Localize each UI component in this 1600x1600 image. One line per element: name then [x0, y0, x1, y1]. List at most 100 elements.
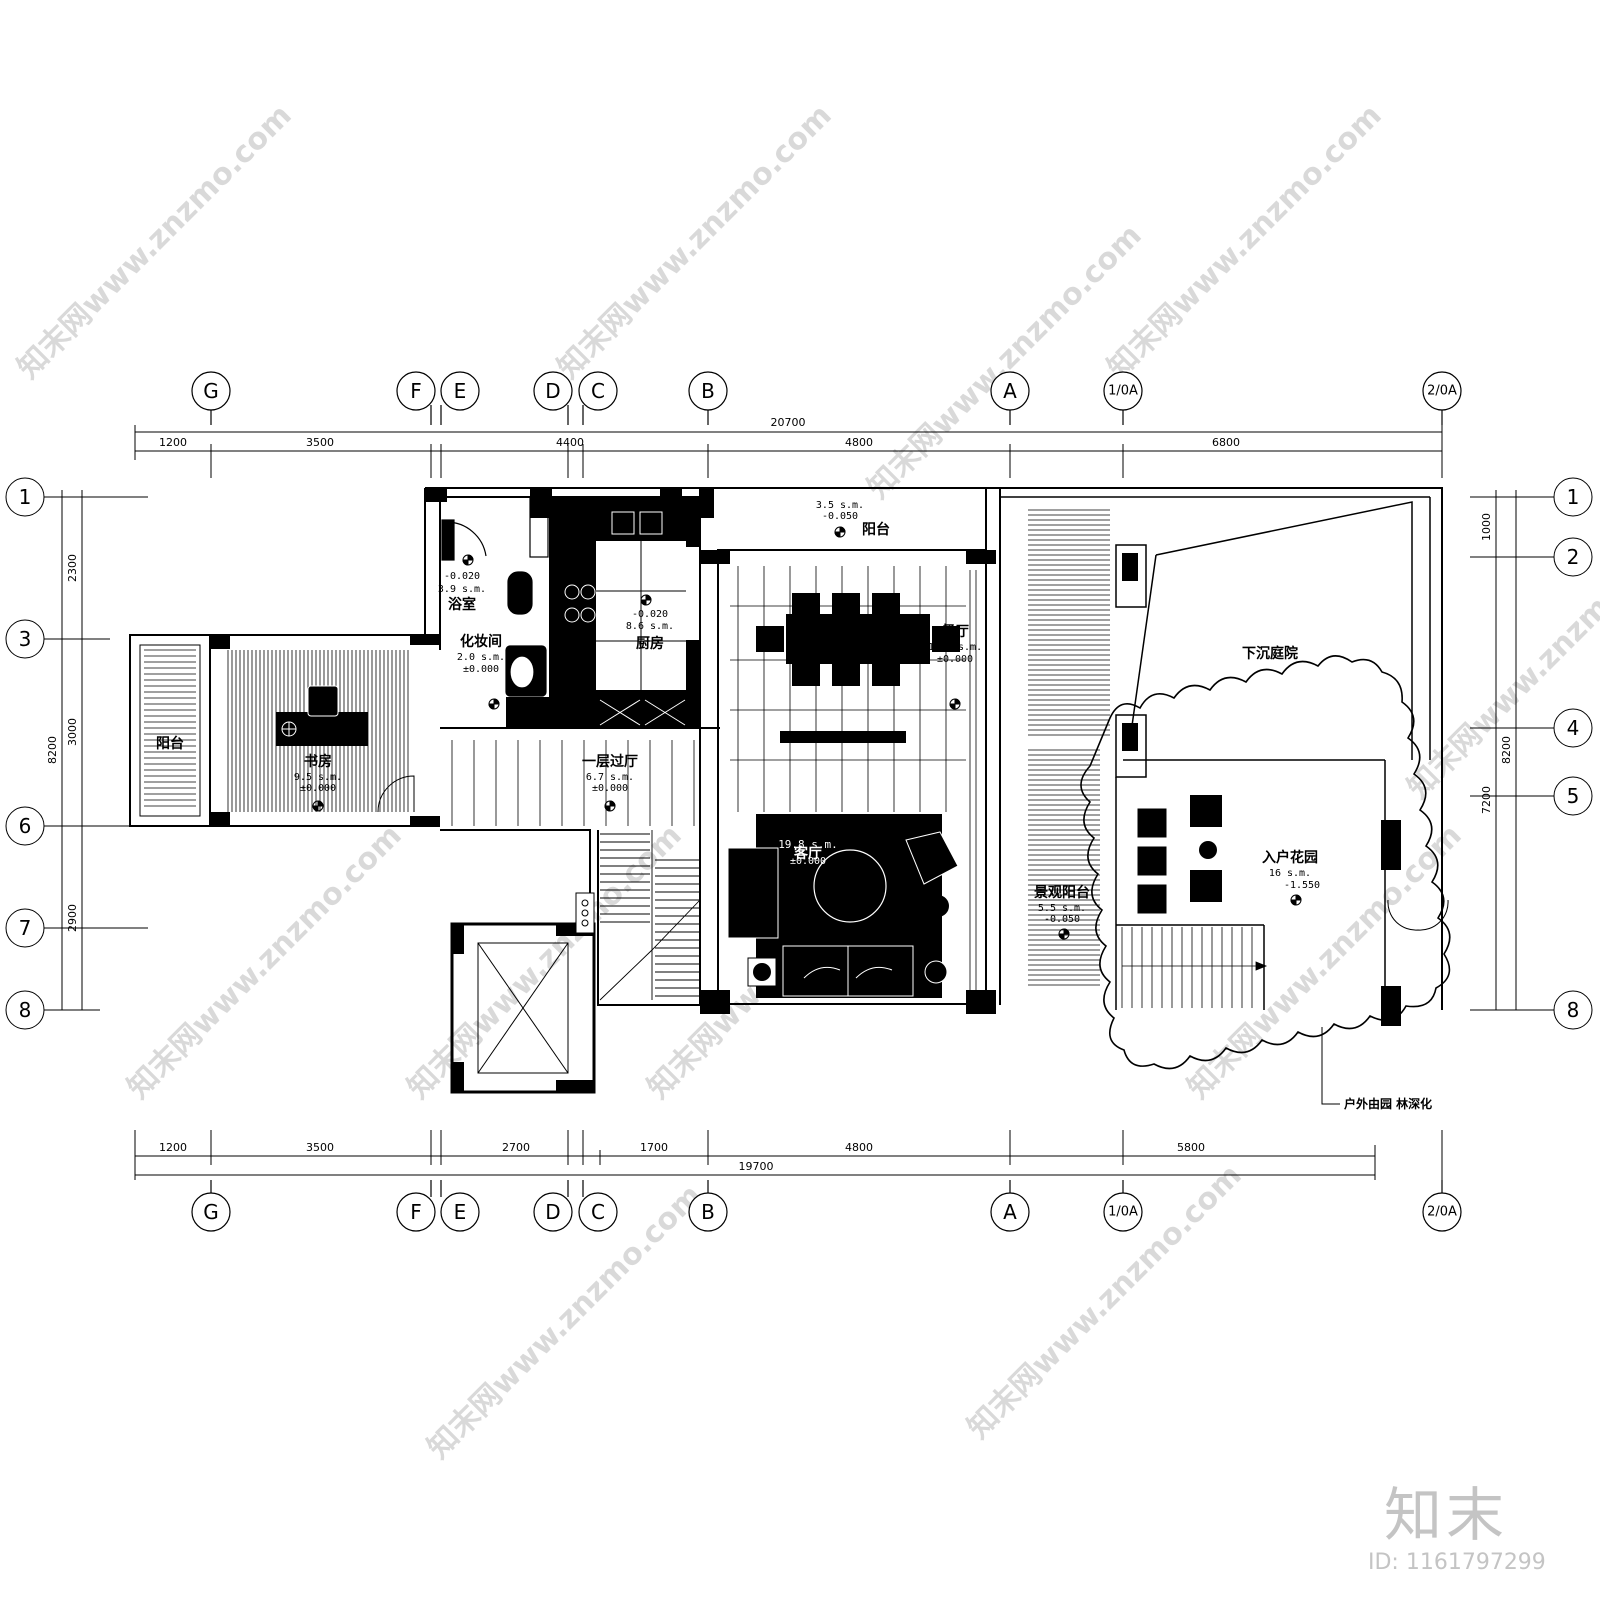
columns	[210, 488, 996, 1092]
level-marker-fill	[1290, 899, 1297, 906]
axis-label-right-4: 4	[1567, 716, 1580, 740]
axis-label-left-1: 1	[19, 485, 32, 509]
brand-id-label: ID: 1161797299	[1368, 1550, 1546, 1575]
axis-label-right-5: 5	[1567, 784, 1580, 808]
right-dimension-2: 7200	[1480, 786, 1493, 814]
kitchen-floor-grid	[564, 511, 686, 726]
kitchen-name: 厨房	[636, 635, 664, 652]
garden-door-swing	[1387, 899, 1449, 931]
room-labels: 3.5 s.m. -0.050 阳台 -0.020 3.9 s.m. 浴室 -0…	[156, 500, 1320, 925]
stair	[599, 830, 701, 1001]
axis-label-left-3: 3	[19, 627, 32, 651]
entry-garden-area: 16 s.m.	[1269, 868, 1311, 879]
hall-name: 一层过厅	[582, 753, 638, 770]
view-balcony-level: -0.050	[1044, 914, 1080, 925]
axis-label-bottom-E: E	[454, 1200, 467, 1224]
kitchen-level: -0.020	[632, 609, 668, 620]
study-desk	[276, 685, 368, 746]
bottom-dimensions	[134, 1130, 1443, 1180]
living-area: 19.8 s.m.	[778, 838, 838, 851]
balcony-top-name: 阳台	[862, 521, 890, 538]
study-door-swing	[377, 775, 415, 813]
top-dimension-3: 4400	[556, 436, 584, 449]
level-marker-fill	[645, 594, 652, 601]
dining-name: 餐厅	[940, 623, 969, 640]
level-marker-icon	[604, 800, 616, 812]
view-balcony-area: 5.5 s.m.	[1038, 903, 1086, 914]
revision-cloud	[1080, 655, 1451, 1070]
axis-label-top-G: G	[203, 379, 219, 403]
note-leader	[1321, 1027, 1340, 1105]
level-marker-fill	[604, 805, 611, 812]
level-marker-fill	[1063, 928, 1070, 935]
hall-area: 6.7 s.m.	[586, 772, 634, 783]
entry-garden-level: -1.550	[1284, 880, 1320, 891]
bottom-dimension-3: 2700	[502, 1141, 530, 1154]
bottom-axis-bubbles	[191, 1180, 1462, 1232]
axis-label-top-2-0A: 2/0A	[1427, 384, 1457, 399]
powder-room-area: 2.0 s.m.	[457, 652, 505, 663]
axis-label-top-1-0A: 1/0A	[1108, 384, 1138, 399]
bottom-dimension-4: 1700	[640, 1141, 668, 1154]
level-marker-fill	[1295, 894, 1302, 901]
axis-label-top-A: A	[1003, 379, 1017, 403]
top-dimension-2: 3500	[306, 436, 334, 449]
axis-label-bottom-F: F	[410, 1200, 422, 1224]
level-marker-fill	[493, 698, 500, 705]
top-total-dimension: 20700	[771, 416, 806, 429]
balcony-hatches	[144, 649, 196, 807]
living-level: ±0.000	[790, 856, 826, 867]
bathroom-name: 浴室	[448, 596, 476, 613]
axis-label-left-8: 8	[19, 998, 32, 1022]
watermark-text: 知末网www.znzmo.com	[551, 98, 839, 386]
garden-stair	[1121, 927, 1268, 1008]
hall-level: ±0.000	[592, 783, 628, 794]
study-name: 书房	[304, 753, 332, 770]
top-dimension-5: 6800	[1212, 436, 1240, 449]
entry-garden-name: 入户花园	[1262, 849, 1318, 866]
axis-label-top-C: C	[591, 379, 605, 403]
living-room-set	[727, 814, 959, 998]
left-total-dimension: 8200	[46, 736, 59, 764]
sunken-court-name: 下沉庭院	[1242, 645, 1298, 662]
living-name: 客厅	[793, 845, 822, 862]
garden-planters	[1136, 807, 1168, 915]
level-marker-fill	[467, 554, 474, 561]
level-marker-fill	[312, 805, 319, 812]
axis-label-right-8: 8	[1567, 998, 1580, 1022]
level-marker-icon	[834, 526, 846, 538]
study-level: ±0.000	[300, 783, 336, 794]
powder-room-name: 化妆间	[460, 633, 502, 650]
level-marker-icon	[488, 698, 500, 710]
right-dimension-1: 1000	[1480, 513, 1493, 541]
axis-label-top-D: D	[545, 379, 560, 403]
bottom-dimension-2: 3500	[306, 1141, 334, 1154]
view-balcony-name: 景观阳台	[1034, 884, 1090, 901]
level-marker-fill	[462, 559, 469, 566]
top-dimension-1: 1200	[159, 436, 187, 449]
bottom-dimension-5: 4800	[845, 1141, 873, 1154]
study-area: 9.5 s.m.	[294, 772, 342, 783]
axis-label-right-1: 1	[1567, 485, 1580, 509]
top-dimensions	[134, 425, 1443, 478]
bathroom-fixtures	[441, 496, 549, 697]
electric-panel	[575, 892, 595, 934]
level-markers	[312, 526, 1302, 940]
view-balcony-hatch	[1028, 509, 1110, 986]
dining-area: 12.4 s.m.	[928, 642, 982, 653]
axis-label-bottom-1-0A: 1/0A	[1108, 1205, 1138, 1220]
axis-label-left-7: 7	[19, 916, 32, 940]
level-marker-icon	[949, 698, 961, 710]
left-dimension-3: 2900	[66, 904, 79, 932]
left-dimension-1: 2300	[66, 554, 79, 582]
axis-label-bottom-G: G	[203, 1200, 219, 1224]
bottom-total-dimension: 19700	[739, 1160, 774, 1173]
level-marker-fill	[839, 526, 846, 533]
level-marker-fill	[954, 698, 961, 705]
landscape-note: 户外由园 林深化	[1344, 1096, 1432, 1111]
powder-room-level: ±0.000	[463, 664, 499, 675]
bathroom-area: 3.9 s.m.	[438, 584, 486, 595]
right-dimensions	[1470, 477, 1593, 1030]
